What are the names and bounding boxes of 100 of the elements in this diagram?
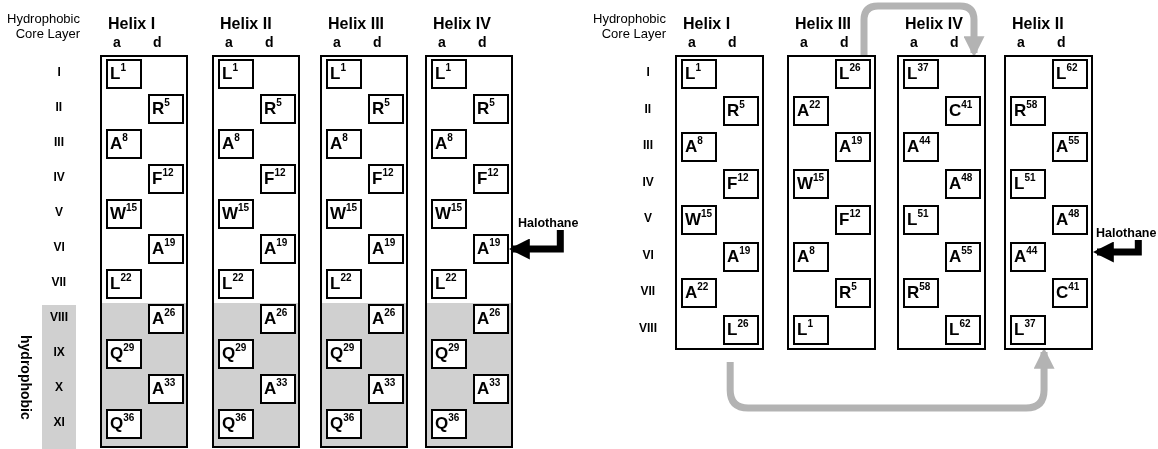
residue-box: A$^{55}$ [945,241,981,272]
residue-box: L$^{37}$ [1010,314,1046,345]
residue-box: A$^{26}$ [473,304,509,334]
residue-box: A$^{19}$ [835,132,871,162]
layer-label: V [55,205,63,219]
helix-title: Helix IV [905,15,963,33]
column-label: d [728,34,737,50]
arrow [860,2,985,58]
layer-label: VII [640,284,656,298]
residue-box: W$^{15}$ [431,199,467,229]
residue-box: Q$^{29}$ [431,339,467,369]
residue-box: L$^{1}$ [218,59,254,89]
residue-box: Q$^{36}$ [106,409,142,439]
column-label: d [950,34,959,50]
layer-label: IV [53,170,65,184]
column-label: a [1017,34,1025,50]
residue-box: R$^{5}$ [148,94,184,124]
residue-box: L$^{62}$ [1052,59,1088,89]
residue-box: A$^{8}$ [431,129,467,159]
residue-box: A$^{8}$ [681,132,717,162]
residue-box: A$^{26}$ [368,304,404,334]
residue-box: L$^{37}$ [903,59,939,89]
column-label: a [225,34,233,50]
column-label: a [910,34,918,50]
residue-box: W$^{15}$ [681,205,717,235]
residue-box: A$^{8}$ [218,129,254,159]
residue-box: L$^{22}$ [326,269,362,299]
column-label: a [113,34,121,50]
residue-box: A$^{19}$ [260,234,296,264]
annotation-text: Halothane [1096,226,1157,240]
arrow [726,347,1055,412]
layer-label: II [55,100,63,114]
residue-box: R$^{58}$ [1010,95,1046,126]
layer-label: III [54,135,64,149]
residue-box: L$^{1}$ [431,59,467,89]
residue-box: R$^{5}$ [723,95,759,126]
residue-box: F$^{12}$ [473,164,509,194]
residue-box: A$^{19}$ [723,241,759,272]
residue-box: W$^{15}$ [326,199,362,229]
residue-box: L$^{51}$ [1010,168,1046,199]
column-label: d [840,34,849,50]
axis-title: Hydrophobic Core Layer [592,11,666,41]
layer-label: VIII [50,310,68,324]
residue-box: A$^{48}$ [945,168,981,199]
residue-box: C$^{41}$ [945,95,981,126]
residue-box: A$^{8}$ [106,129,142,159]
residue-box: A$^{26}$ [260,304,296,334]
layer-label: I [646,65,650,79]
annotation-text: Halothane [518,216,579,230]
residue-box: F$^{12}$ [260,164,296,194]
column-label: a [438,34,446,50]
layer-label: VIII [639,320,657,335]
column-label: d [478,34,487,50]
layer-label: VI [642,247,654,262]
column-label: d [153,34,162,50]
residue-box: R$^{5}$ [835,278,871,308]
residue-box: W$^{15}$ [793,168,829,199]
residue-box: R$^{5}$ [368,94,404,124]
residue-box: L$^{1}$ [106,59,142,89]
residue-box: A$^{22}$ [681,278,717,308]
column-label: a [333,34,341,50]
residue-box: W$^{15}$ [106,199,142,229]
residue-box: L$^{62}$ [945,314,981,345]
residue-box: Q$^{36}$ [326,409,362,439]
helix-title: Helix I [108,15,156,33]
residue-box: R$^{5}$ [473,94,509,124]
column-label: d [1057,34,1066,50]
residue-box: A$^{26}$ [148,304,184,334]
residue-box: Q$^{36}$ [218,409,254,439]
residue-box: L$^{26}$ [835,59,871,89]
residue-box: L$^{22}$ [218,269,254,299]
residue-box: W$^{15}$ [218,199,254,229]
residue-box: A$^{44}$ [903,132,939,162]
layer-label: IV [642,174,654,189]
column-label: a [688,34,696,50]
helix-title: Helix III [795,15,852,33]
helix-title: Helix II [220,15,272,33]
residue-box: Q$^{29}$ [326,339,362,369]
residue-box: A$^{19}$ [148,234,184,264]
helix-title: Helix I [683,15,731,33]
layer-label: X [55,380,63,394]
residue-box: L$^{1}$ [793,314,829,345]
residue-box: A$^{33}$ [473,374,509,404]
residue-box: F$^{12}$ [835,205,871,235]
residue-box: A$^{33}$ [260,374,296,404]
residue-box: L$^{1}$ [681,59,717,89]
residue-box: Q$^{36}$ [431,409,467,439]
residue-box: A$^{19}$ [368,234,404,264]
column-label: d [265,34,274,50]
residue-box: R$^{58}$ [903,278,939,308]
residue-box: C$^{41}$ [1052,278,1088,308]
residue-box: L$^{22}$ [106,269,142,299]
axis-title: Hydrophobic Core Layer [6,11,80,41]
layer-label: XI [53,415,65,429]
residue-box: Q$^{29}$ [106,339,142,369]
residue-box: A$^{19}$ [473,234,509,264]
residue-box: A$^{8}$ [793,241,829,272]
residue-box: A$^{55}$ [1052,132,1088,162]
layer-label: II [644,101,652,116]
helix-title: Helix IV [433,15,491,33]
